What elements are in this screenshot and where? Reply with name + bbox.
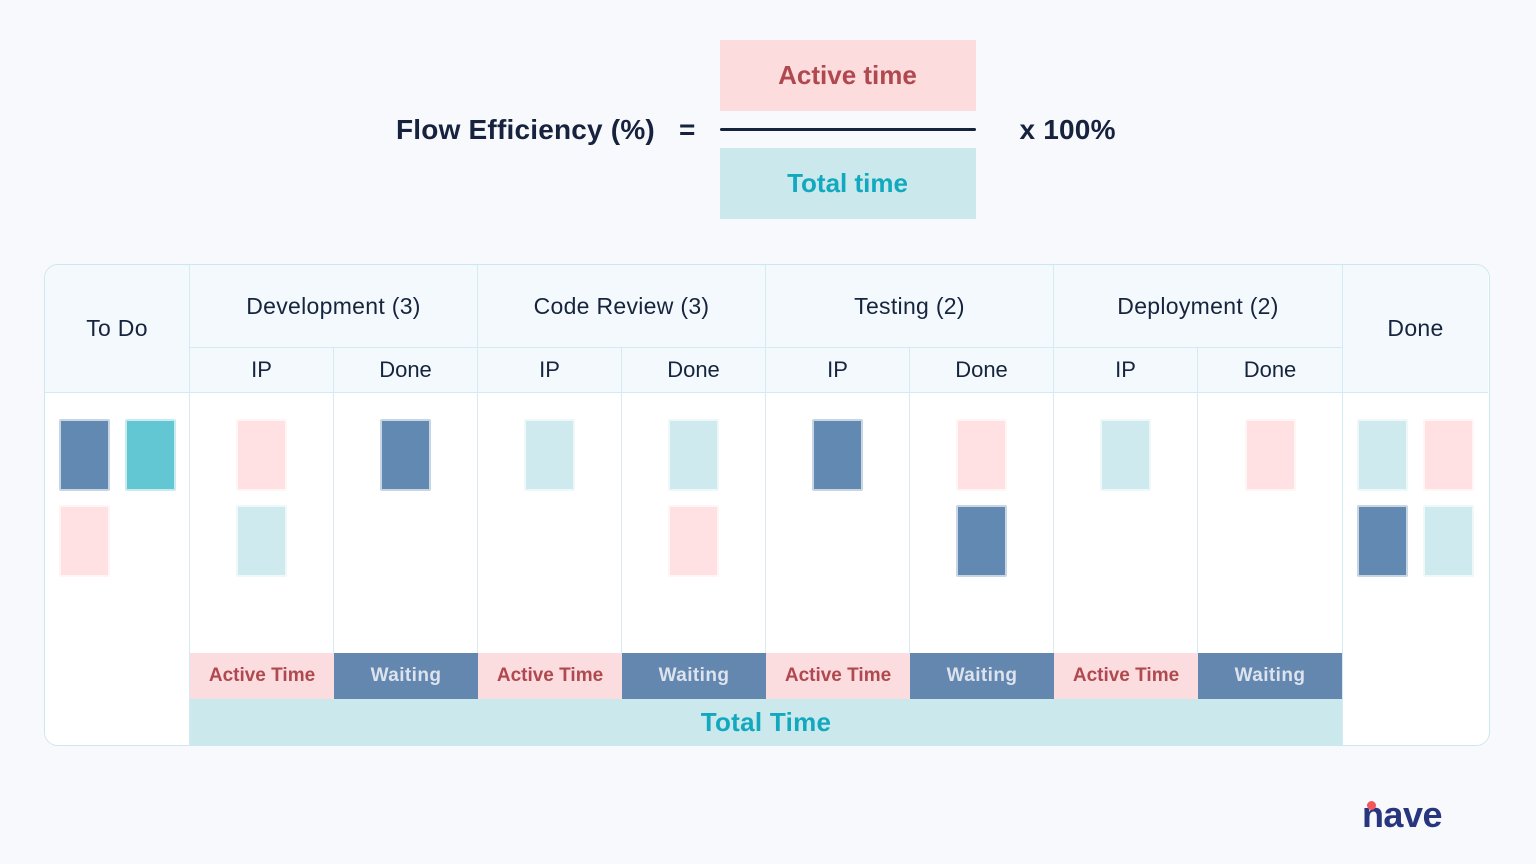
done-label: Done xyxy=(1387,315,1444,341)
column-header-development: Development (3) xyxy=(190,265,478,348)
logo-dot-icon xyxy=(1366,801,1376,810)
testing-done-cards xyxy=(910,393,1053,577)
subheader-testing-ip: IP xyxy=(766,348,910,393)
body-development-ip xyxy=(190,393,334,653)
total-time-band: Total Time xyxy=(190,699,1342,745)
testing-ip-cards xyxy=(766,393,909,491)
nave-logo: nave xyxy=(1361,794,1443,836)
todo-cards xyxy=(45,393,189,577)
formula-fraction: Active time Total time xyxy=(719,40,976,219)
paleteal-card xyxy=(236,505,287,577)
subheader-code-review-done: Done xyxy=(622,348,766,393)
code-review-label: Code Review (3) xyxy=(533,292,710,319)
code-review-done-cards xyxy=(622,393,765,577)
body-done xyxy=(1342,393,1488,745)
column-header-todo: To Do xyxy=(45,265,190,393)
subheader-development-ip: IP xyxy=(190,348,334,393)
deployment-active-band: Active Time xyxy=(1054,653,1198,699)
blue-card xyxy=(58,419,110,491)
body-todo xyxy=(45,393,190,745)
todo-label: To Do xyxy=(86,315,148,341)
column-header-done: Done xyxy=(1342,265,1488,393)
development-waiting-band: Waiting xyxy=(334,653,478,699)
equals-sign: = xyxy=(678,113,696,145)
testing-waiting-band: Waiting xyxy=(910,653,1054,699)
body-code-review-done xyxy=(622,393,766,653)
pink-card xyxy=(1423,419,1474,491)
code-review-waiting-band: Waiting xyxy=(622,653,766,699)
deployment-label: Deployment (2) xyxy=(1117,292,1279,319)
teal-card xyxy=(124,419,176,491)
formula-title: Flow Efficiency (%) xyxy=(396,113,655,145)
development-active-band: Active Time xyxy=(190,653,334,699)
pink-card xyxy=(1244,419,1296,491)
subheader-testing-done: Done xyxy=(910,348,1054,393)
done-cards xyxy=(1343,393,1488,577)
development-done-cards xyxy=(334,393,477,491)
paleteal-card xyxy=(1357,419,1408,491)
subheader-deployment-ip: IP xyxy=(1054,348,1198,393)
subheader-development-done: Done xyxy=(334,348,478,393)
paleteal-card xyxy=(668,419,719,491)
paleteal-card xyxy=(1423,505,1474,577)
paleteal-card xyxy=(1100,419,1151,491)
subheader-code-review-ip: IP xyxy=(478,348,622,393)
logo-text: nave xyxy=(1361,794,1443,835)
kanban-board: To Do Development (3) Code Review (3) Te… xyxy=(44,264,1490,746)
deployment-ip-cards xyxy=(1054,393,1197,491)
blue-card xyxy=(1357,505,1408,577)
active-time-box: Active time xyxy=(719,40,976,111)
deployment-done-cards xyxy=(1198,393,1342,491)
body-testing-done xyxy=(910,393,1054,653)
testing-active-band: Active Time xyxy=(766,653,910,699)
body-code-review-ip xyxy=(478,393,622,653)
flow-efficiency-formula: Flow Efficiency (%) = Active time Total … xyxy=(396,40,1116,219)
code-review-active-band: Active Time xyxy=(478,653,622,699)
code-review-ip-cards xyxy=(478,393,621,491)
fraction-line xyxy=(719,128,976,131)
body-deployment-done xyxy=(1198,393,1342,653)
column-header-deployment: Deployment (2) xyxy=(1054,265,1342,348)
body-development-done xyxy=(334,393,478,653)
body-deployment-ip xyxy=(1054,393,1198,653)
pink-card xyxy=(58,505,110,577)
multiplier-label: x 100% xyxy=(1019,113,1116,145)
blue-card xyxy=(956,505,1007,577)
pink-card xyxy=(668,505,719,577)
development-ip-cards xyxy=(190,393,333,577)
column-header-code-review: Code Review (3) xyxy=(478,265,766,348)
paleteal-card xyxy=(524,419,575,491)
body-testing-ip xyxy=(766,393,910,653)
blue-card xyxy=(812,419,863,491)
pink-card xyxy=(956,419,1007,491)
total-time-box: Total time xyxy=(719,148,976,219)
subheader-deployment-done: Done xyxy=(1198,348,1342,393)
blue-card xyxy=(380,419,431,491)
testing-label: Testing (2) xyxy=(854,292,965,319)
development-label: Development (3) xyxy=(246,292,421,319)
column-header-testing: Testing (2) xyxy=(766,265,1054,348)
deployment-waiting-band: Waiting xyxy=(1198,653,1342,699)
pink-card xyxy=(236,419,287,491)
